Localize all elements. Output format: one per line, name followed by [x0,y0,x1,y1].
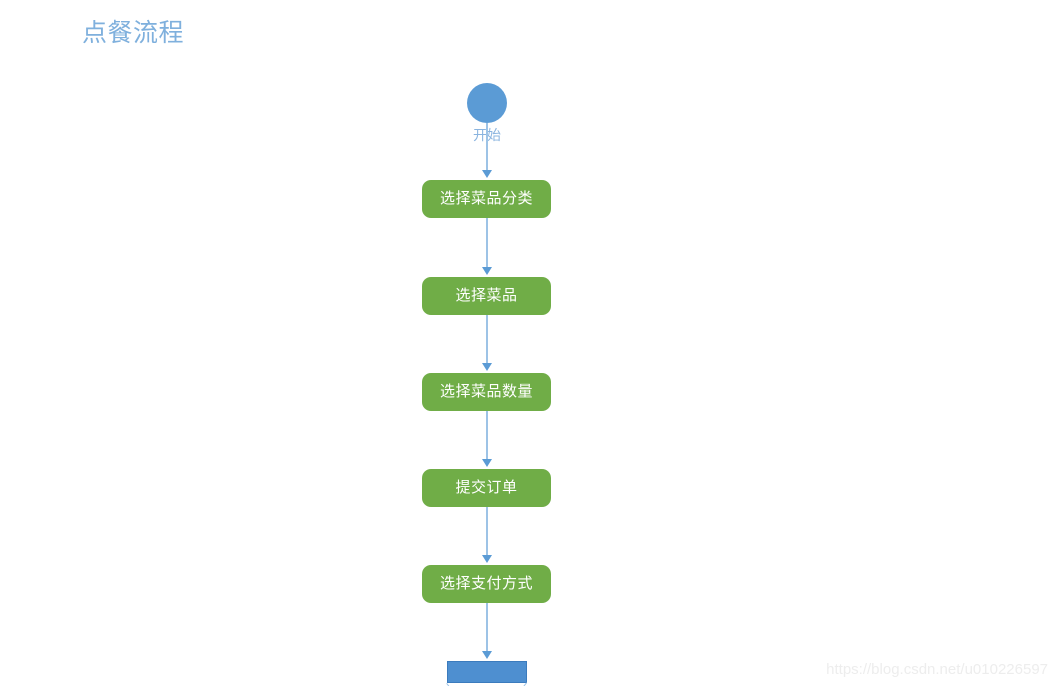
flow-node-step5[interactable]: 选择支付方式 [422,565,551,603]
flow-node-step2-label: 选择菜品 [455,287,518,304]
arrowhead-icon-step3-step4 [482,459,492,467]
connector-step5-decision [486,603,488,651]
flow-node-step4[interactable]: 提交订单 [422,469,551,507]
flow-node-start[interactable] [467,83,507,123]
arrowhead-icon-start-step1 [482,170,492,178]
connector-step3-step4 [486,411,488,459]
flow-node-step2[interactable]: 选择菜品 [422,277,551,315]
flow-node-step1-label: 选择菜品分类 [439,190,533,207]
arrowhead-icon-step4-step5 [482,555,492,563]
flow-node-step3[interactable]: 选择菜品数量 [422,373,551,411]
flow-node-decision[interactable] [447,661,527,683]
connector-step4-step5 [486,507,488,555]
arrowhead-icon-step2-step3 [482,363,492,371]
page-title: 点餐流程 [82,19,185,47]
flow-node-step4-label: 提交订单 [455,479,518,496]
flow-node-step5-label: 选择支付方式 [439,575,533,592]
arrowhead-icon-step1-step2 [482,267,492,275]
flow-node-step3-label: 选择菜品数量 [439,383,533,400]
connector-step1-step2 [486,218,488,267]
connector-step2-step3 [486,315,488,363]
watermark-text: https://blog.csdn.net/u010226597 [826,661,1048,678]
flow-node-step1[interactable]: 选择菜品分类 [422,180,551,218]
arrowhead-icon-step5-decision [482,651,492,659]
connector-start-step1 [486,123,488,170]
